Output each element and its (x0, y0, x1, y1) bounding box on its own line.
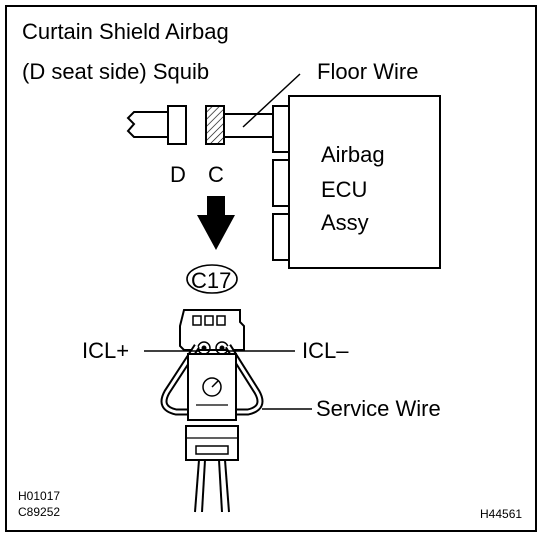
ecu-label-line-2: ECU (321, 177, 368, 202)
ecu-connector-3 (272, 213, 290, 261)
floor-wire-leader (242, 73, 301, 128)
ecu-connector-1 (272, 105, 290, 153)
connector-c (205, 105, 225, 145)
title-line-2: (D seat side) Squib (22, 59, 210, 84)
ecu-label-line-1: Airbag (321, 142, 385, 167)
ecu-connector-2 (272, 159, 290, 207)
icl-minus-label: ICL– (302, 338, 349, 363)
connector-d-label: D (170, 162, 186, 187)
icl-plus-label: ICL+ (82, 338, 130, 363)
airbag-ecu-body (288, 95, 441, 269)
down-arrow-icon (197, 196, 235, 250)
service-wire-label: Service Wire (316, 396, 441, 421)
connector-c-label: C (208, 162, 224, 187)
code-left-1: H01017 (18, 489, 61, 503)
floor-wire-label: Floor Wire (317, 59, 419, 84)
diagram-frame (5, 5, 537, 532)
service-wire-connector (160, 309, 264, 513)
code-left-2: C89252 (18, 505, 61, 519)
code-right: H44561 (480, 507, 523, 521)
ecu-label-line-3: Assy (321, 210, 369, 235)
connector-d (167, 105, 187, 145)
floor-wire (224, 113, 272, 138)
squib-wire (126, 111, 167, 138)
connector-code-label: C17 (191, 268, 232, 293)
title-line-1: Curtain Shield Airbag (22, 19, 229, 44)
connector-code-oval (186, 264, 238, 294)
